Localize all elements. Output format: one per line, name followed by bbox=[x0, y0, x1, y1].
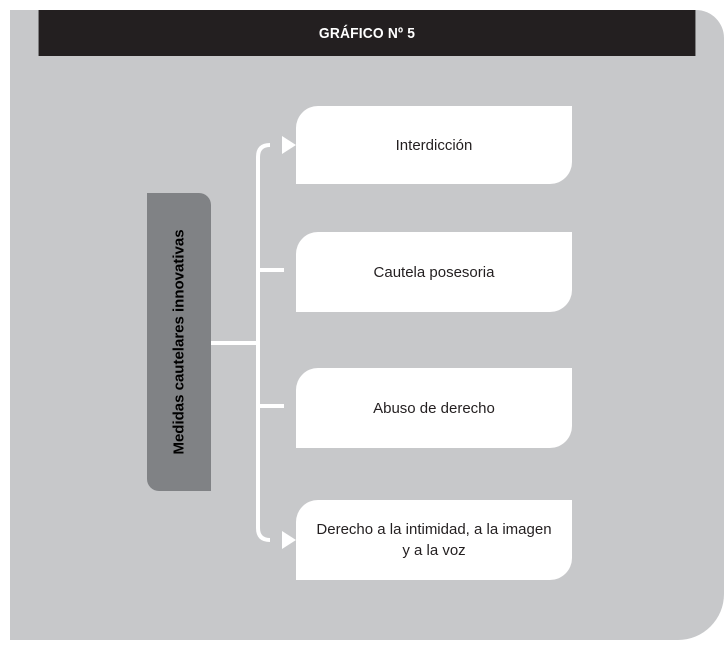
branch-cautela-posesoria: Cautela posesoria bbox=[296, 232, 572, 312]
vertical-connector bbox=[256, 143, 271, 542]
arrow-head-4 bbox=[282, 531, 296, 549]
root-label: Medidas cautelares innovativas bbox=[170, 229, 188, 455]
branch-interdiccion: Interdicción bbox=[296, 106, 572, 184]
diagram-title: GRÁFICO Nº 5 bbox=[38, 10, 696, 56]
branch-abuso-de-derecho: Abuso de derecho bbox=[296, 368, 572, 448]
arrow-head-1 bbox=[282, 136, 296, 154]
root-node: Medidas cautelares innovativas bbox=[147, 193, 211, 491]
branch-derecho-intimidad: Derecho a la intimidad, a la imagen y a … bbox=[296, 500, 572, 580]
